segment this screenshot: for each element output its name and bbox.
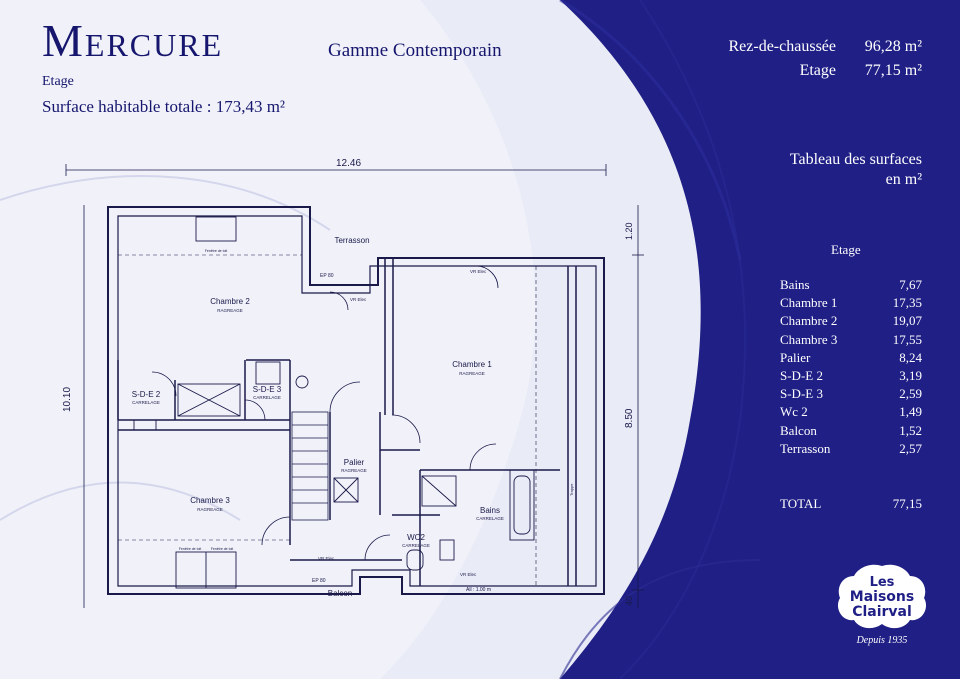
table-subtitle: Etage (831, 242, 861, 257)
row-value: 7,67 (899, 277, 922, 292)
row-value: 19,07 (892, 313, 922, 329)
room-chambre-1-floor: RAGREAGE (459, 371, 485, 376)
room-chambre-3-floor: RAGREAGE (197, 507, 223, 512)
row-label: Chambre 1 (780, 295, 838, 311)
table-title-line: Tableau des surfaces (789, 151, 922, 168)
vr-elec-label: VR Elec (470, 269, 487, 274)
row-value: 8,24 (899, 349, 922, 365)
logo-line: Maisons (849, 589, 915, 605)
room-bains-floor: CARRELAGE (476, 516, 504, 521)
total-surface: Surface habitable totale : 173,43 m² (42, 97, 286, 116)
row-value: 1,49 (899, 404, 922, 420)
table-row: S-D-E 2 3,19 (780, 368, 922, 386)
summary-value: 96,28 m² (864, 38, 922, 55)
vr-elec-label: VR Elec (318, 556, 335, 561)
row-value: 17,55 (892, 331, 922, 347)
hatch-label: Trappe (569, 483, 574, 496)
table-row: Terrasson 2,57 (780, 441, 922, 459)
table-title: Tableau des surfaces en m² (722, 150, 922, 190)
dimension-right-mid: 8.50 (624, 408, 635, 428)
table-total: TOTAL 77,15 (780, 496, 922, 512)
row-label: Chambre 2 (780, 313, 838, 329)
room-chambre-2: Chambre 2 (210, 297, 250, 306)
room-sde-3-floor: CARRELAGE (253, 395, 281, 400)
row-label: Wc 2 (780, 404, 808, 420)
row-label: Balcon (780, 422, 817, 438)
room-chambre-1: Chambre 1 (452, 360, 492, 369)
room-sde-2: S-D-E 2 (132, 390, 161, 399)
table-row: Wc 2 1,49 (780, 404, 922, 422)
row-label: Bains (780, 277, 810, 292)
room-chambre-3: Chambre 3 (190, 496, 230, 505)
row-value: 2,59 (899, 386, 922, 402)
range-subtitle: Gamme Contemporain (328, 40, 502, 61)
room-chambre-2-floor: RAGREAGE (217, 308, 243, 313)
ep80-label: EP 80 (312, 578, 326, 584)
table-row: S-D-E 3 2,59 (780, 386, 922, 404)
table-row: Balcon 1,52 (780, 423, 922, 441)
total-value: 77,15 (892, 496, 922, 511)
roof-window-label: Fenêtre de toit (205, 249, 228, 253)
dimension-left: 10.10 (62, 387, 73, 412)
fixtures (133, 216, 535, 589)
summary-label: Rez-de-chaussée (728, 38, 837, 55)
room-wc2: WC2 (407, 533, 425, 542)
vr-elec-label: VR Elec (460, 572, 477, 577)
row-value: 1,52 (899, 422, 922, 438)
row-label: S-D-E 2 (780, 367, 823, 383)
ep80-label: EP 80 (320, 273, 334, 279)
vr-elec-label: VR Elec (350, 297, 367, 302)
ceiling-lines (118, 254, 537, 586)
row-label: Chambre 3 (780, 331, 838, 347)
summary-row: Etage 77,15 m² (602, 62, 922, 86)
table-title-line: en m² (885, 171, 922, 188)
floor-plan: 12.46 10.10 1.20 8.50 40 Chambre 2 RAGRE… (62, 158, 644, 608)
logo-badge-shape (837, 564, 927, 629)
level-label: Etage (42, 74, 74, 89)
row-label: Palier (780, 349, 811, 365)
table-row: Palier 8,24 (780, 350, 922, 368)
summary-label: Etage (799, 62, 836, 79)
door-swings (151, 265, 499, 561)
floor-summary: Rez-de-chaussée 96,28 m² Etage 77,15 m² (602, 38, 923, 86)
dimension-top: 12.46 (336, 158, 361, 169)
room-palier-floor: RAGREAGE (341, 468, 367, 473)
room-terrasson: Terrasson (334, 236, 369, 245)
exterior-walls (107, 206, 605, 595)
row-label: Terrasson (780, 440, 831, 456)
room-bains: Bains (480, 506, 500, 515)
roof-window-label: Fenêtre de toit (179, 547, 202, 551)
staircase (291, 411, 329, 521)
room-balcon: Balcon (328, 589, 352, 598)
table-row: Chambre 1 17,35 (780, 295, 922, 313)
logo-since: Depuis 1935 (856, 635, 908, 646)
table-row: Chambre 3 17,55 (780, 332, 922, 350)
page-title: Mercure (42, 15, 224, 66)
room-sde-3: S-D-E 3 (253, 385, 282, 394)
room-sde-2-floor: CARRELAGE (132, 400, 160, 405)
total-label: TOTAL (780, 496, 822, 511)
summary-row: Rez-de-chaussée 96,28 m² (602, 38, 923, 62)
table-row: Bains 7,67 (780, 277, 922, 295)
roof-window-label: Fenêtre de toit (211, 547, 234, 551)
brand-logo: Les Maisons Clairval Depuis 1935 (832, 562, 932, 662)
dimension-right-bottom: 40 (624, 596, 634, 606)
row-value: 17,35 (892, 295, 922, 311)
row-label: S-D-E 3 (780, 386, 823, 402)
summary-value: 77,15 m² (864, 62, 922, 79)
railing-label: All : 1.00 m (466, 587, 491, 593)
room-wc2-floor: CARRELAGE (402, 543, 430, 548)
table-row: Chambre 2 19,07 (780, 313, 922, 331)
logo-line: Les (869, 575, 895, 590)
row-value: 2,57 (899, 440, 922, 456)
row-value: 3,19 (899, 367, 922, 383)
dimension-right-top: 1.20 (624, 222, 634, 240)
interior-walls (117, 258, 577, 586)
room-palier: Palier (344, 458, 365, 467)
logo-line: Clairval (852, 604, 912, 620)
